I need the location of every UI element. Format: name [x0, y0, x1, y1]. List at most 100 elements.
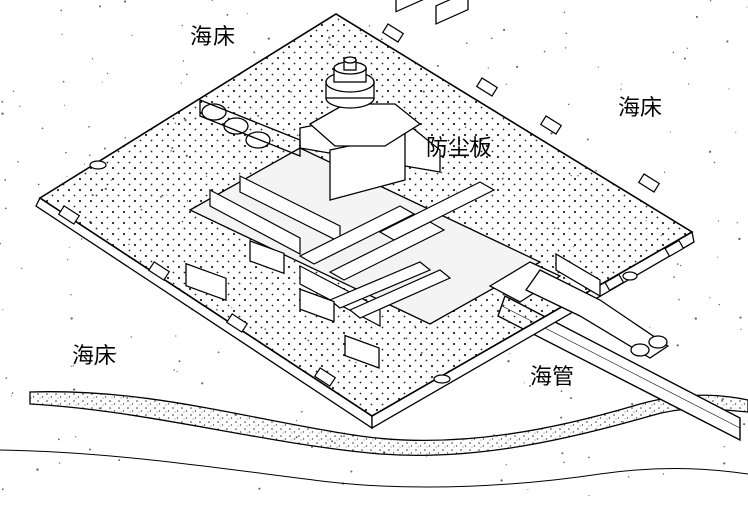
seabed-speckle	[130, 336, 132, 338]
seabed-speckle	[436, 64, 439, 67]
seabed-speckle	[739, 316, 742, 319]
seabed-speckle	[12, 90, 15, 93]
seabed-speckle	[124, 136, 127, 139]
seabed-speckle	[678, 298, 680, 301]
seabed-speckle	[301, 410, 303, 413]
seabed-speckle	[4, 207, 7, 210]
seabed-speckle	[663, 171, 666, 173]
seabed-speckle	[687, 83, 690, 85]
seabed-speckle	[80, 238, 83, 240]
seabed-speckle	[226, 13, 229, 16]
seabed-speckle	[709, 297, 711, 299]
seabed-speckle	[368, 25, 371, 27]
seabed-speckle	[527, 489, 529, 490]
seabed-speckle	[182, 60, 185, 62]
seabed-speckle	[70, 317, 73, 320]
seabed-speckle	[178, 360, 181, 363]
seabed-label-top: 海床	[190, 25, 236, 50]
seabed-speckle	[123, 0, 127, 3]
seabed-speckle	[1, 112, 4, 115]
seabed-speckle	[713, 161, 716, 164]
seabed-speckle	[694, 317, 697, 320]
seabed-speckle	[746, 6, 748, 8]
seabed-speckle	[726, 40, 729, 43]
seabed-speckle	[563, 461, 565, 464]
seabed-speckle	[68, 246, 70, 248]
seabed-speckle	[588, 495, 590, 497]
seabed-speckle	[98, 5, 102, 8]
seabed-speckle	[563, 11, 566, 14]
seabed-speckle	[528, 384, 532, 388]
seabed-speckle	[0, 242, 1, 245]
seabed-speckle	[62, 80, 65, 83]
seabed-speckle	[653, 107, 655, 109]
seabed-speckle	[75, 436, 77, 438]
seabed-speckle	[550, 132, 553, 135]
seabed-speckle	[258, 487, 261, 490]
seabed-speckle	[118, 459, 121, 462]
seabed-speckle	[736, 222, 738, 224]
seabed-speckle	[735, 131, 737, 133]
seabed-speckle	[627, 476, 630, 478]
seabed-speckle	[267, 37, 270, 40]
seabed-speckle	[17, 161, 19, 163]
seabed-speckle	[58, 462, 61, 464]
seabed-speckle	[180, 82, 182, 84]
seabed-speckle	[10, 395, 12, 397]
seabed-speckle	[620, 88, 622, 90]
seabed-speckle	[567, 103, 570, 106]
seabed-speckle	[523, 382, 525, 384]
seabed-speckle	[67, 259, 69, 261]
seabed-speckle	[60, 9, 63, 12]
seabed-speckle	[502, 28, 506, 32]
seabed-speckle	[708, 150, 712, 153]
seabed-speckle	[61, 33, 63, 35]
seabed-speckle	[509, 353, 511, 355]
seabed-speckle	[103, 147, 106, 150]
seabed-speckle	[717, 220, 720, 222]
seabed-speckle	[570, 397, 572, 399]
seabed-speckle	[560, 390, 563, 393]
seabed-speckle	[173, 369, 175, 371]
seabed-speckle	[738, 237, 741, 241]
seabed-speckle	[19, 105, 21, 107]
seabed-speckle	[89, 448, 91, 451]
seabed-speckle	[695, 15, 698, 18]
seabed-speckle	[487, 67, 489, 69]
seabed-speckle	[380, 38, 383, 41]
seabed-speckle	[94, 363, 97, 366]
seabed-speckle	[36, 468, 39, 471]
seabed-speckle	[740, 328, 742, 331]
seabed-speckle	[66, 175, 68, 177]
seabed-speckle	[686, 47, 689, 49]
lower-sediment-edge	[0, 449, 748, 488]
seabed-speckle	[246, 13, 248, 15]
seabed-speckle	[560, 416, 563, 419]
seabed-speckle	[683, 57, 686, 60]
mudmat-label: 防尘板	[426, 136, 492, 161]
seabed-speckle	[565, 32, 568, 35]
seabed-speckle	[57, 438, 60, 441]
seabed-speckle	[5, 377, 8, 379]
seabed-speckle	[505, 83, 507, 85]
seabed-label-left: 海床	[72, 344, 116, 369]
seabed-speckle	[114, 352, 117, 355]
seabed-speckle	[253, 51, 256, 54]
seabed-speckle	[72, 365, 74, 367]
seabed-speckle	[88, 154, 91, 157]
seabed-speckle	[83, 163, 85, 165]
seabed-speckle	[106, 72, 109, 75]
seabed-speckle	[176, 370, 178, 373]
seabed-speckle	[466, 42, 468, 44]
seabed-speckle	[631, 403, 634, 406]
seabed-speckle	[500, 479, 503, 482]
seabed-speckle	[101, 81, 103, 83]
seabed-speckle	[669, 131, 671, 133]
seabed-speckle	[679, 264, 682, 267]
seabed-speckle	[505, 464, 507, 466]
seabed-speckle	[595, 169, 597, 172]
seabed-speckle	[88, 125, 90, 128]
seabed-speckle	[672, 51, 675, 54]
seabed-speckle	[72, 388, 76, 391]
